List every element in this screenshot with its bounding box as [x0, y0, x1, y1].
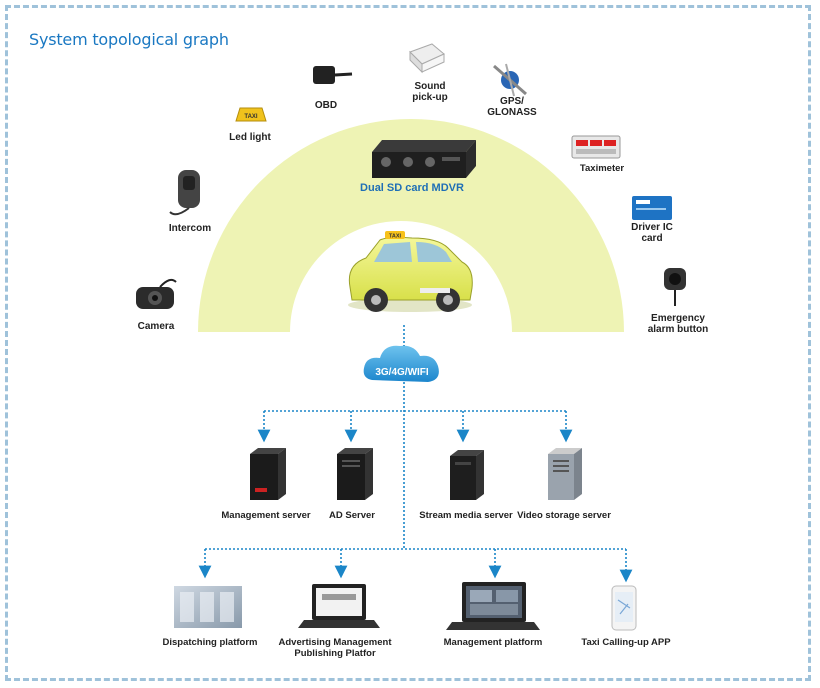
taxi-app-label: Taxi Calling-up APP	[581, 637, 671, 648]
advertising-laptop-icon	[298, 584, 380, 628]
gps-antenna-icon	[493, 63, 527, 97]
arc-band	[198, 119, 624, 332]
obd-label: OBD	[314, 100, 338, 111]
taxi-app-phone-icon	[611, 585, 637, 631]
diagram-frame	[5, 5, 811, 681]
network-label: 3G/4G/WIFI	[375, 367, 429, 378]
mdvr-device-icon	[372, 140, 476, 178]
connector-lines	[198, 325, 633, 583]
management-server-icon	[250, 448, 286, 500]
led-light-icon: TAXI	[235, 107, 267, 122]
taxi-car-icon: TAXI	[348, 231, 473, 312]
video-storage-server-icon	[548, 448, 582, 500]
stream-media-server-label: Stream media server	[419, 510, 513, 521]
taxi-sign-text: TAXI	[389, 234, 402, 240]
driver-ic-card-icon	[632, 196, 672, 220]
taximeter-label: Taximeter	[579, 163, 625, 174]
advertising-platform-label: Advertising Management Publishing Platfo…	[278, 637, 392, 659]
dispatching-platform-label: Dispatching platform	[162, 637, 258, 648]
emergency-alarm-button-icon	[664, 268, 686, 306]
stream-media-server-icon	[450, 450, 484, 500]
obd-icon	[313, 66, 353, 84]
network-cloud-icon: 3G/4G/WIFI	[363, 345, 439, 382]
camera-icon	[136, 278, 177, 309]
svg-text:TAXI: TAXI	[244, 114, 258, 120]
sound-pickup-icon	[409, 43, 445, 74]
emergency-label: Emergency alarm button	[647, 313, 709, 335]
dispatching-platform-icon	[174, 586, 242, 628]
gps-label: GPS/ GLONASS	[487, 96, 537, 118]
diagram-title: System topological graph	[29, 30, 229, 49]
management-server-label: Management server	[221, 510, 311, 521]
intercom-label: Intercom	[168, 223, 212, 234]
management-platform-label: Management platform	[443, 637, 543, 648]
video-storage-server-label: Video storage server	[517, 510, 611, 521]
camera-label: Camera	[137, 321, 175, 332]
management-platform-laptop-icon	[446, 582, 540, 630]
driver-ic-label: Driver IC card	[631, 222, 673, 244]
ad-server-icon	[337, 448, 373, 500]
taximeter-icon	[571, 135, 621, 159]
sound-pickup-label: Sound pick-up	[412, 81, 448, 103]
intercom-icon	[169, 170, 200, 216]
ad-server-label: AD Server	[329, 510, 375, 521]
mdvr-label: Dual SD card MDVR	[360, 182, 464, 194]
led-light-label: Led light	[229, 132, 271, 143]
